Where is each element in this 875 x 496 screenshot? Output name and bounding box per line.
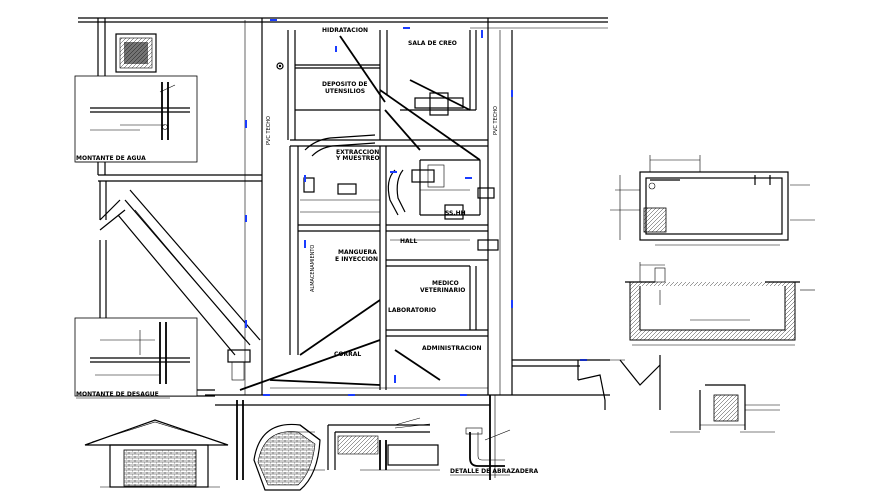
tank-plan	[610, 155, 815, 246]
montante-agua-detail: MONTANTE DE AGUA	[74, 75, 198, 163]
pipe-section-detail	[327, 417, 440, 471]
room-label-deposito-2: UTENSILIOS	[325, 88, 365, 95]
room-label-corral: CORRAL	[334, 351, 361, 358]
room-label-extraccion-2: Y MUESTREO	[335, 155, 380, 162]
montante-desague-detail: MONTANTE DE DESAGUE	[74, 317, 198, 399]
room-label-manguera-2: E INYECCION	[335, 256, 378, 263]
house-elevation	[84, 419, 229, 488]
room-label-laboratorio: LABORATORIO	[388, 307, 436, 314]
room-label-manguera: MANGUERA	[338, 249, 377, 256]
montante-agua-title: MONTANTE DE AGUA	[76, 155, 146, 162]
room-label-medico-2: VETERINARIO	[420, 287, 465, 294]
room-labels: HIDRATACION SALA DE CREO DEPOSITO DE UTE…	[266, 27, 499, 358]
tag-pvc-techo-2: PVC TECHO	[493, 106, 499, 135]
channel-section	[575, 355, 661, 410]
room-label-ss-hh: SS.HH	[445, 210, 466, 217]
montante-desague-title: MONTANTE DE DESAGUE	[76, 391, 159, 398]
room-label-administracion: ADMINISTRACION	[422, 345, 482, 352]
blue-pipe-marks	[245, 19, 587, 396]
tank-section	[625, 262, 815, 346]
room-label-deposito: DEPOSITO DE	[322, 81, 368, 88]
tag-pvc-techo-1: PVC TECHO	[266, 116, 272, 145]
connection-detail	[670, 384, 780, 433]
room-label-sala-de-creo: SALA DE CREO	[408, 40, 457, 47]
room-label-almacenamiento: ALMACENAMIENTO	[310, 245, 316, 292]
room-label-extraccion: EXTRACCION	[336, 149, 379, 156]
room-label-hall: HALL	[400, 238, 417, 245]
abrazadera-title: DETALLE DE ABRAZADERA	[450, 468, 539, 475]
main-plan	[78, 17, 610, 480]
room-label-medico: MEDICO	[432, 280, 459, 287]
circular-detail	[253, 423, 325, 491]
abrazadera-detail: DETALLE DE ABRAZADERA	[450, 427, 539, 476]
room-label-hidratacion: HIDRATACION	[322, 27, 368, 34]
